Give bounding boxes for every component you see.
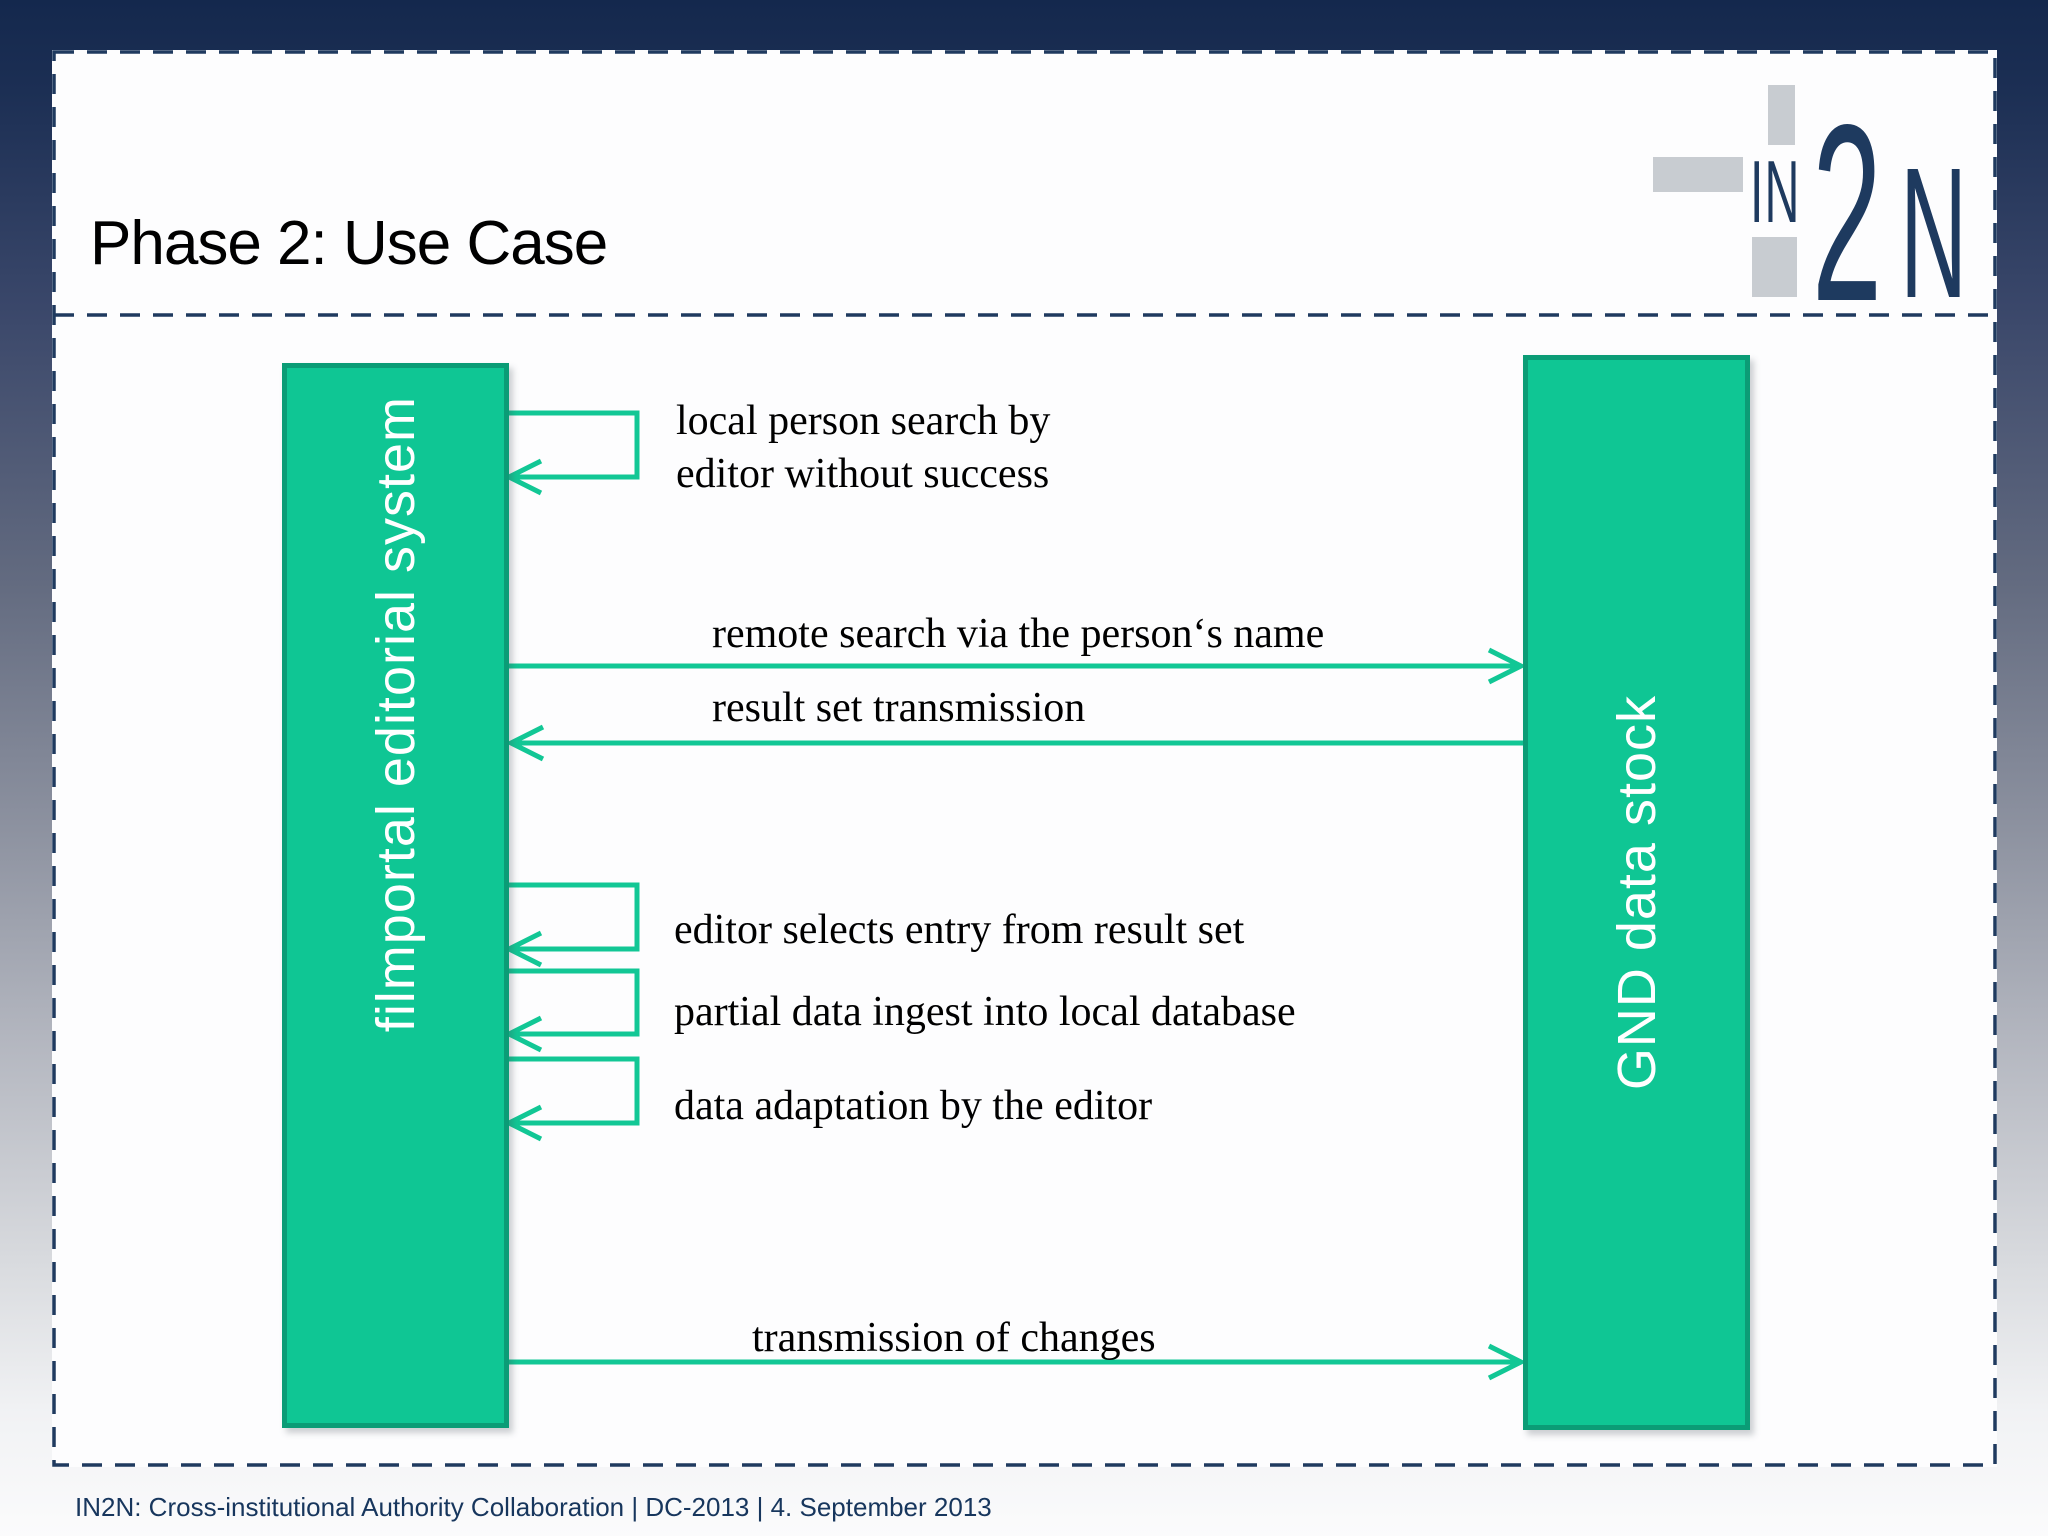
arrow-self-local-search <box>503 410 640 496</box>
logo-cross-horizontal-bar <box>1653 157 1743 192</box>
message-label-transmission-changes: transmission of changes <box>752 1315 1156 1361</box>
message-label-line2: editor without success <box>676 451 1050 497</box>
actor-bar-filmportal: filmportal editorial system <box>282 363 509 1428</box>
logo-text-n: N <box>1900 130 1968 337</box>
message-label-result-set: result set transmission <box>712 685 1086 731</box>
message-label-remote-search: remote search via the person‘s name <box>712 611 1325 657</box>
logo-text-in: IN <box>1750 142 1801 241</box>
arrow-self-partial-ingest <box>503 968 640 1053</box>
arrow-self-editor-selects <box>503 882 640 968</box>
slide-content-panel: Phase 2: Use Case IN 2 N <box>52 50 1997 1467</box>
logo-cross-vertical-bar <box>1768 85 1795 145</box>
page-title: Phase 2: Use Case <box>90 209 608 278</box>
logo-text-2: 2 <box>1812 73 1883 354</box>
message-label-local-search: local person search by editor without su… <box>676 395 1050 501</box>
logo-cross-square <box>1752 237 1797 297</box>
message-label-editor-selects: editor selects entry from result set <box>674 907 1245 953</box>
message-label-data-adaptation: data adaptation by the editor <box>674 1083 1153 1129</box>
arrow-self-data-adaptation <box>503 1056 640 1142</box>
footer-text: IN2N: Cross-institutional Authority Coll… <box>75 1492 992 1522</box>
message-label-partial-ingest: partial data ingest into local database <box>674 989 1296 1035</box>
message-label-line1: local person search by <box>676 398 1051 444</box>
actor-bar-gnd: GND data stock <box>1523 355 1750 1430</box>
actor-label-gnd: GND data stock <box>1606 694 1667 1091</box>
actor-label-filmportal: filmportal editorial system <box>365 396 426 1033</box>
